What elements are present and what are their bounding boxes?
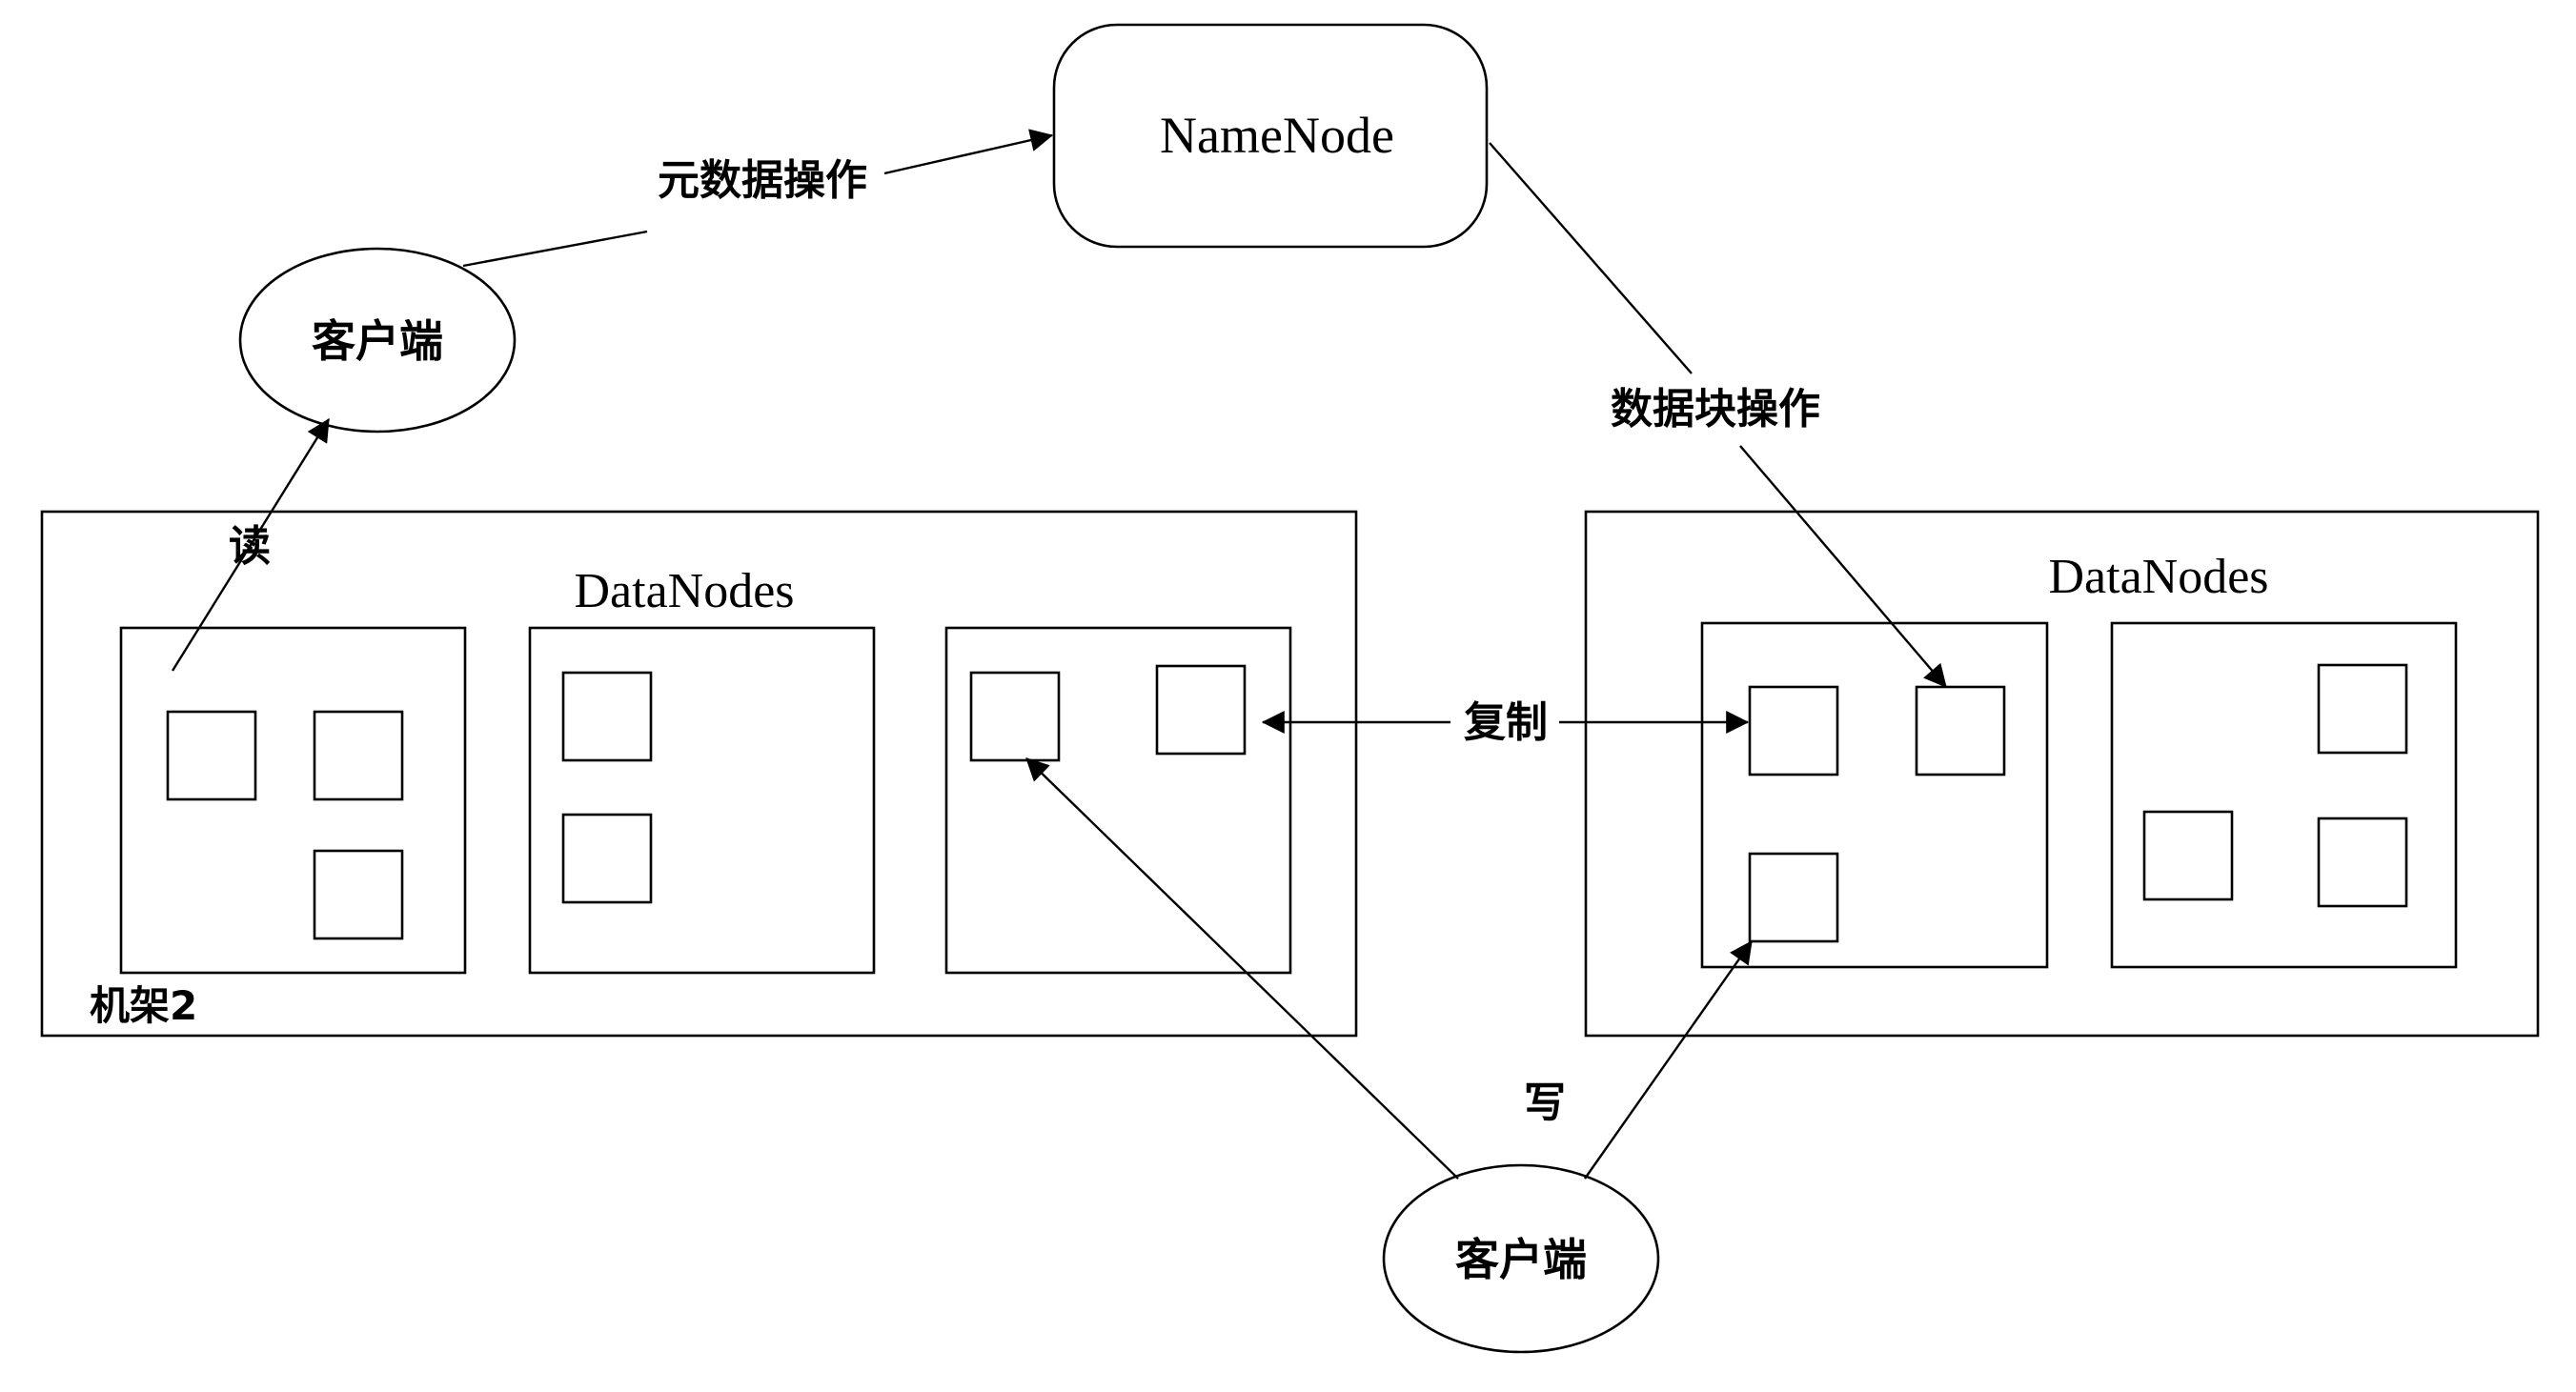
- reader-client: 客户端: [238, 247, 517, 434]
- data-block: [2317, 817, 2408, 908]
- edge-label-replicate: 复制: [1464, 698, 1548, 747]
- edge-label-write: 写: [1524, 1079, 1566, 1127]
- edge-label-read: 读: [229, 522, 271, 571]
- datanode: [2110, 621, 2458, 969]
- writer-client-label: 客户端: [1455, 1234, 1587, 1285]
- datanode: [1700, 621, 2049, 969]
- data-block: [969, 671, 1061, 762]
- edge-write: 写: [1025, 757, 1753, 1180]
- edge-replicate: 复制: [1261, 698, 1750, 747]
- data-block: [2142, 810, 2234, 901]
- data-block: [2317, 663, 2408, 755]
- rack-label: 机架2: [90, 982, 197, 1029]
- datanode: [944, 626, 1292, 975]
- rack-left-datanodes-label: DataNodes: [574, 564, 794, 618]
- datanode: [528, 626, 876, 975]
- namenode-label: NameNode: [1160, 107, 1394, 164]
- edge-read: 读: [171, 417, 331, 672]
- data-block: [1748, 852, 1839, 943]
- data-block: [561, 813, 653, 904]
- reader-client-label: 客户端: [312, 315, 443, 367]
- data-block: [1155, 664, 1247, 756]
- rack-right: DataNodes: [1584, 510, 2540, 1038]
- data-block: [166, 710, 257, 801]
- edge-label-block-op: 数据块操作: [1611, 385, 1820, 434]
- data-block: [313, 710, 404, 801]
- data-block: [313, 849, 404, 940]
- edge-label-metadata-op: 元数据操作: [658, 156, 867, 205]
- rack-left: DataNodes 机架2: [40, 510, 1358, 1038]
- edge-block-operation: 数据块操作: [1489, 142, 1947, 688]
- rack-right-datanodes-label: DataNodes: [2048, 550, 2268, 604]
- data-block: [561, 671, 653, 762]
- data-block: [1748, 685, 1839, 777]
- edge-metadata-operation: 元数据操作: [462, 129, 1054, 268]
- writer-client: 客户端: [1382, 1163, 1660, 1354]
- namenode: NameNode: [1052, 23, 1489, 249]
- datanode: [119, 626, 467, 975]
- data-block: [1915, 685, 2006, 777]
